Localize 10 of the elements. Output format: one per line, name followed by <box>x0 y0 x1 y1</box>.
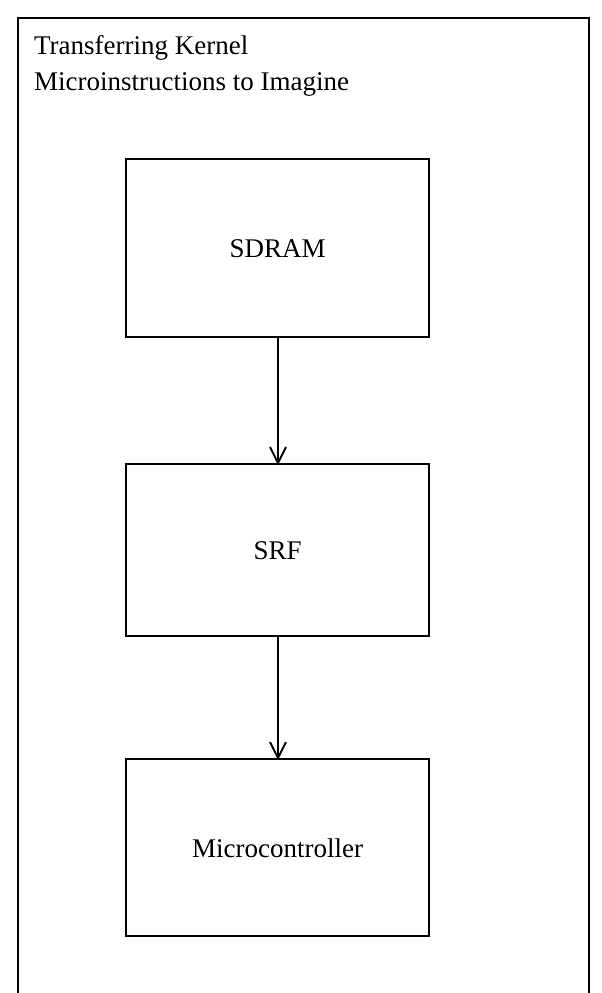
box-label: SRF <box>253 534 302 567</box>
process-box <box>125 463 430 637</box>
frame-label: Transferring Kernel Microinstructions to Imagine <box>34 29 350 98</box>
process-box <box>125 758 430 937</box>
arrow <box>269 637 287 759</box>
process-box <box>125 158 430 338</box>
box-label: SDRAM <box>229 232 326 265</box>
diagram-frame <box>17 17 590 993</box>
box-label: Microcontroller <box>192 832 363 864</box>
arrow <box>269 338 287 464</box>
